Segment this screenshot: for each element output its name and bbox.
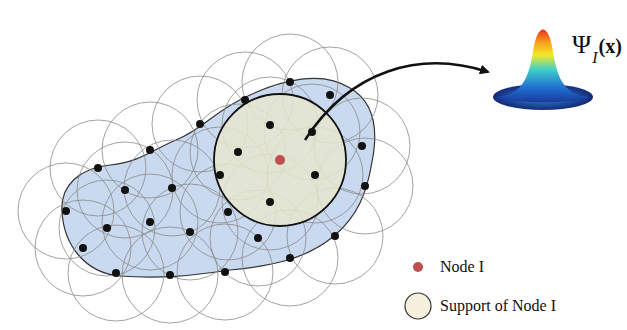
node-dot (146, 218, 154, 226)
support-circle (50, 120, 146, 216)
node-dot (331, 232, 339, 240)
legend-text: Node I (440, 259, 484, 275)
node-dot (224, 208, 232, 216)
node-dot (168, 184, 176, 192)
support-circles (18, 34, 413, 323)
support-circle (59, 180, 155, 276)
node-dot (361, 182, 369, 190)
support-circle (102, 102, 198, 198)
support-circle (142, 184, 238, 280)
node-dot (121, 186, 129, 194)
node-dot (112, 269, 120, 277)
node-dot (358, 142, 366, 150)
node-dots (62, 78, 369, 279)
node-dot (62, 207, 70, 215)
node-dot (326, 91, 334, 99)
node-dot (221, 268, 229, 276)
support-circle (177, 224, 273, 320)
node-dot (286, 254, 294, 262)
function-symbol: Ψ (572, 32, 591, 58)
node-dot (186, 228, 194, 236)
node-dot (311, 171, 319, 179)
node-dot (196, 120, 204, 128)
support-circle (18, 163, 114, 259)
support-circle (122, 227, 218, 323)
node-dot (266, 198, 274, 206)
node-dot (79, 244, 87, 252)
node-dot (166, 271, 174, 279)
function-subscript: I (592, 50, 597, 66)
node-dot (94, 164, 102, 172)
node-dot (234, 148, 242, 156)
support-circle (77, 142, 173, 238)
node-dot (286, 78, 294, 86)
support-circle (68, 225, 164, 321)
legend-node-swatch (413, 262, 423, 272)
node-dot (103, 224, 111, 232)
node-dot (216, 171, 224, 179)
pointer-arrow (305, 63, 488, 140)
support-circle (35, 200, 131, 296)
node-i-dot (275, 155, 285, 165)
support-circle (124, 140, 220, 236)
problem-domain (62, 78, 375, 277)
node-dot (241, 96, 249, 104)
node-dot (254, 234, 262, 242)
legend-text: Support of Node I (440, 298, 556, 314)
node-dot (146, 146, 154, 154)
support-circle (102, 174, 198, 270)
function-argument: (x) (599, 36, 622, 56)
node-dot (266, 121, 274, 129)
legend-support-sample (405, 293, 431, 319)
